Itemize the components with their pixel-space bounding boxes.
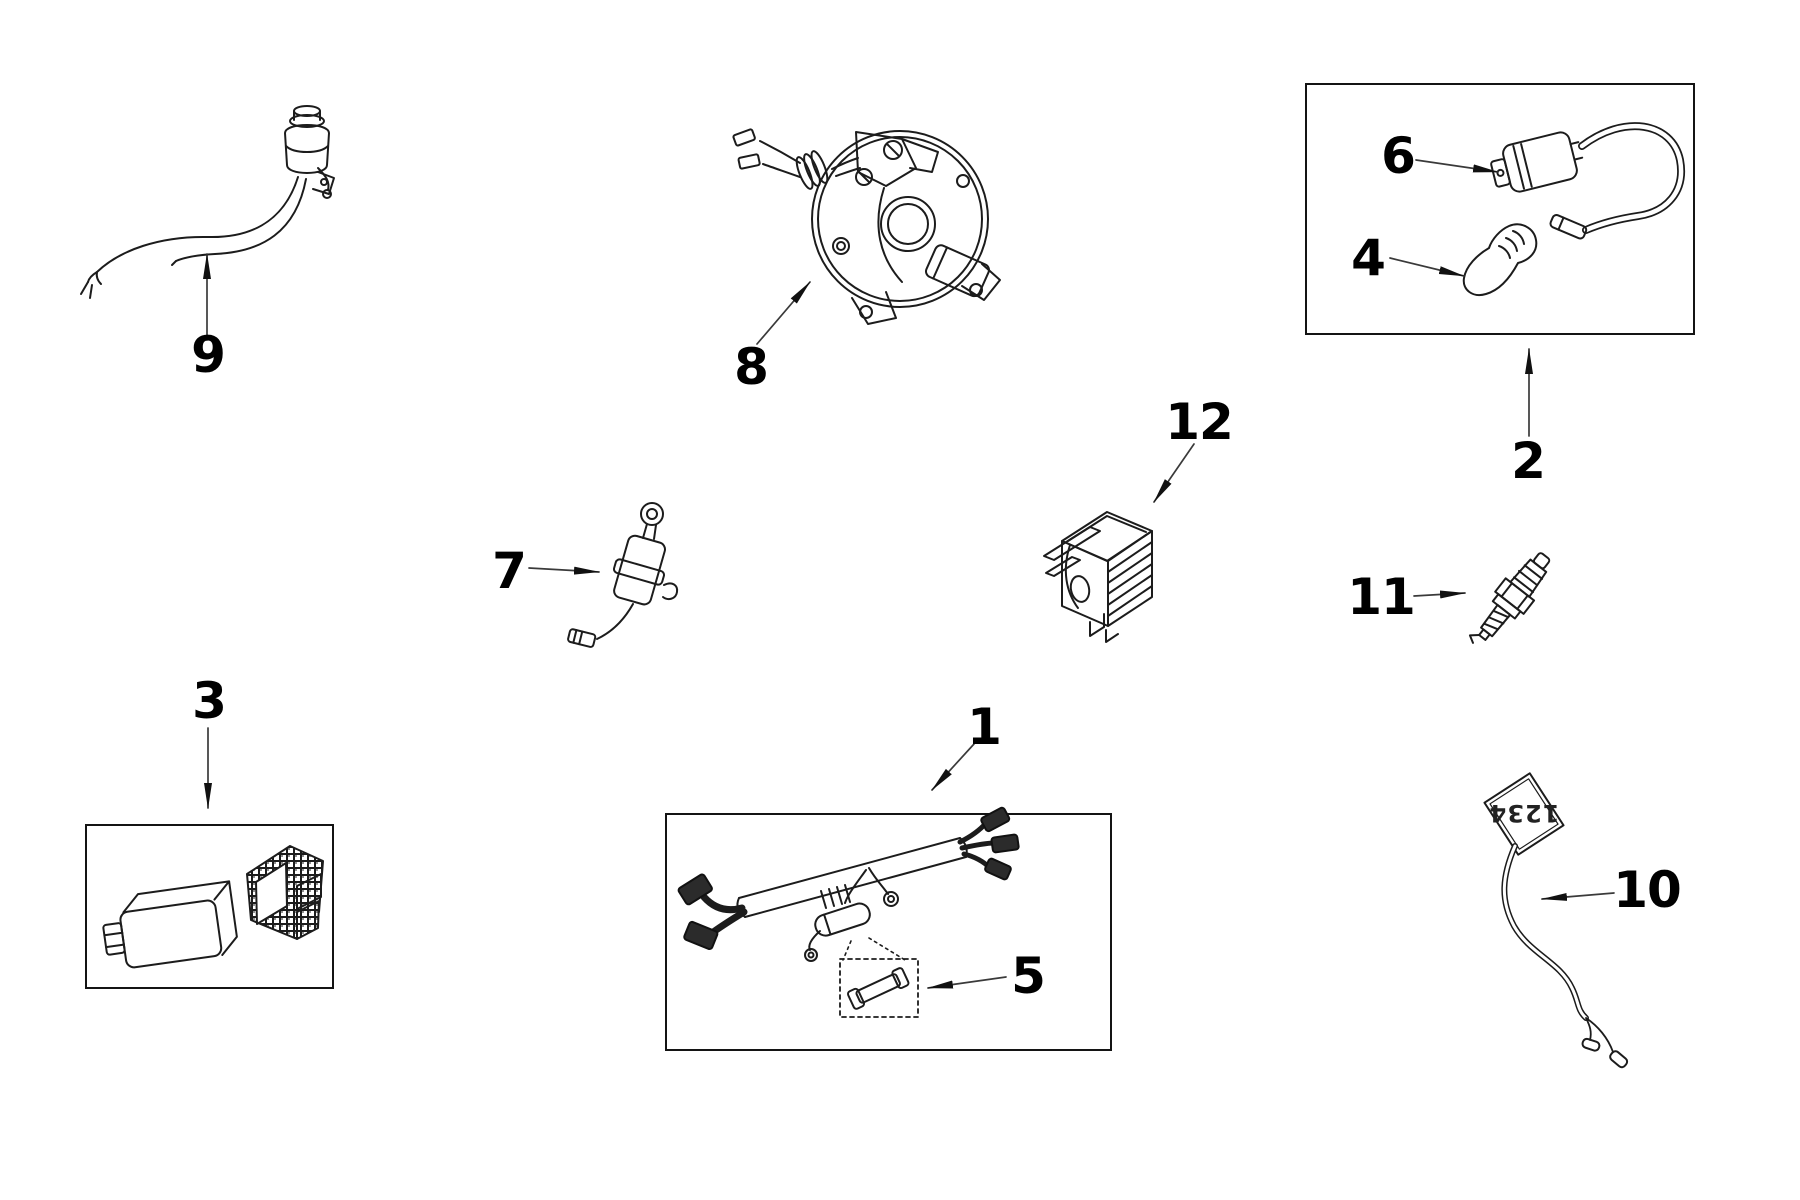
callout-6-label: 6 [1381,127,1416,185]
arrow-to-part-5 [927,976,1007,989]
callout-10-label: 10 [1613,861,1682,919]
callout-4-label: 4 [1351,229,1386,287]
arrow-to-part-1 [931,743,975,791]
part-4-spark-plug-cap-drawing [1462,223,1538,296]
part-9-stop-switch-drawing [80,105,335,299]
part-12-regulator-rectifier-drawing [1043,511,1153,643]
cdi-group-box [85,824,334,989]
part-1-wire-harness-drawing [677,806,1020,1018]
arrow-to-part-8 [756,281,811,345]
harness-group-box [665,813,1112,1051]
part-10-lead-wire-drawing: 1234 [1483,772,1629,1069]
callout-9-label: 9 [191,326,226,384]
callout-3-label: 3 [192,672,227,730]
callout-8-label: 8 [734,338,769,396]
part-5-fuse-drawing [846,967,910,1010]
callout-5-label: 5 [1011,947,1046,1005]
fuse-detail-dashed-box [839,958,919,1018]
part-3-cdi-unit-drawing [102,845,324,969]
arrow-to-part-12 [1153,443,1195,503]
coil-group-box [1305,83,1695,335]
arrow-to-part-6 [1415,159,1499,173]
part-10-tag-text: 1234 [1489,799,1560,827]
callout-12-label: 12 [1165,393,1234,451]
arrow-to-part-7 [528,566,600,575]
arrow-to-part-4 [1389,257,1465,277]
callout-arrows [203,159,1615,989]
part-6-ignition-coil-drawing [1490,122,1686,240]
part-7-condenser-drawing [567,502,679,648]
part-11-spark-plug-drawing [1468,552,1551,644]
callout-11-label: 11 [1347,568,1416,626]
part-3-rubber-holder-drawing [246,845,324,940]
arrow-to-part-11 [1413,590,1466,599]
callout-2-label: 2 [1511,432,1546,490]
part-8-stator-plate-drawing [732,128,1001,325]
callout-1-label: 1 [967,698,1002,756]
callout-7-label: 7 [492,542,527,600]
arrow-to-part-10 [1541,892,1615,901]
